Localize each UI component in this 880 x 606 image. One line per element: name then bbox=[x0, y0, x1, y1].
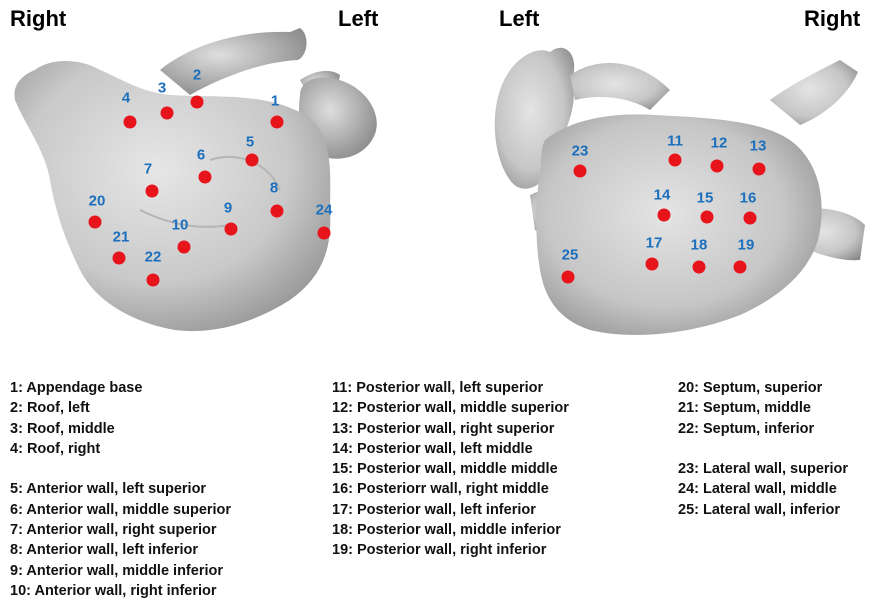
site-point bbox=[753, 163, 766, 176]
legend-item: 20: Septum, superior bbox=[678, 378, 848, 398]
legend-column-2: 11: Posterior wall, left superior 12: Po… bbox=[332, 378, 569, 561]
site-point bbox=[147, 274, 160, 287]
site-point bbox=[574, 165, 587, 178]
legend-item: 17: Posterior wall, left inferior bbox=[332, 500, 569, 520]
site-number: 16 bbox=[740, 191, 757, 206]
label-right: Right bbox=[10, 8, 66, 30]
site-point bbox=[124, 116, 137, 129]
site-number: 4 bbox=[122, 91, 130, 106]
site-number: 8 bbox=[270, 181, 278, 196]
legend-item: 10: Anterior wall, right inferior bbox=[10, 581, 231, 601]
legend-item: 25: Lateral wall, inferior bbox=[678, 500, 848, 520]
site-number: 24 bbox=[316, 203, 333, 218]
site-point bbox=[89, 216, 102, 229]
site-number: 14 bbox=[654, 188, 671, 203]
legend-spacer bbox=[678, 439, 848, 459]
site-point bbox=[701, 211, 714, 224]
site-point bbox=[562, 271, 575, 284]
site-number: 25 bbox=[562, 248, 579, 263]
legend-column-3: 20: Septum, superior 21: Septum, middle … bbox=[678, 378, 848, 520]
legend-item: 1: Appendage base bbox=[10, 378, 231, 398]
posterior-view: Left Right 11 12 13 14 15 16 17 18 19 23 bbox=[440, 0, 880, 345]
site-point bbox=[113, 252, 126, 265]
site-number: 2 bbox=[193, 68, 201, 83]
site-number: 17 bbox=[646, 236, 663, 251]
legend-item: 23: Lateral wall, superior bbox=[678, 459, 848, 479]
legend-item: 9: Anterior wall, middle inferior bbox=[10, 561, 231, 581]
legend-item: 16: Posteriorr wall, right middle bbox=[332, 479, 569, 499]
site-number: 19 bbox=[738, 238, 755, 253]
legend-item: 7: Anterior wall, right superior bbox=[10, 520, 231, 540]
label-right: Right bbox=[804, 8, 860, 30]
left-atrium-posterior-surface bbox=[440, 0, 880, 345]
site-point bbox=[246, 154, 259, 167]
site-point bbox=[646, 258, 659, 271]
site-point bbox=[318, 227, 331, 240]
site-number: 9 bbox=[224, 201, 232, 216]
legend-item: 18: Posterior wall, middle inferior bbox=[332, 520, 569, 540]
site-point bbox=[199, 171, 212, 184]
site-number: 12 bbox=[711, 136, 728, 151]
site-point bbox=[734, 261, 747, 274]
site-point bbox=[146, 185, 159, 198]
legend-column-1: 1: Appendage base 2: Roof, left 3: Roof,… bbox=[10, 378, 231, 601]
site-number: 6 bbox=[197, 148, 205, 163]
legend-item: 11: Posterior wall, left superior bbox=[332, 378, 569, 398]
site-number: 21 bbox=[113, 230, 130, 245]
site-point bbox=[225, 223, 238, 236]
legend-item: 8: Anterior wall, left inferior bbox=[10, 540, 231, 560]
legend-item: 2: Roof, left bbox=[10, 398, 231, 418]
site-number: 3 bbox=[158, 81, 166, 96]
legend-item: 4: Roof, right bbox=[10, 439, 231, 459]
site-point bbox=[658, 209, 671, 222]
site-number: 22 bbox=[145, 250, 162, 265]
site-number: 13 bbox=[750, 139, 767, 154]
legend-item: 13: Posterior wall, right superior bbox=[332, 419, 569, 439]
site-number: 15 bbox=[697, 191, 714, 206]
site-number: 10 bbox=[172, 218, 189, 233]
label-left: Left bbox=[338, 8, 378, 30]
site-number: 20 bbox=[89, 194, 106, 209]
site-point bbox=[711, 160, 724, 173]
legend-item: 24: Lateral wall, middle bbox=[678, 479, 848, 499]
site-point bbox=[271, 116, 284, 129]
legend-item: 14: Posterior wall, left middle bbox=[332, 439, 569, 459]
site-point bbox=[669, 154, 682, 167]
site-point bbox=[271, 205, 284, 218]
legend-item: 6: Anterior wall, middle superior bbox=[10, 500, 231, 520]
anterior-view: Right Left 1 2 3 4 5 6 7 8 9 10 20 bbox=[0, 0, 440, 345]
left-atrium-anterior-surface bbox=[0, 0, 440, 345]
label-left: Left bbox=[499, 8, 539, 30]
legend-item: 21: Septum, middle bbox=[678, 398, 848, 418]
legend-spacer bbox=[10, 459, 231, 479]
site-point bbox=[191, 96, 204, 109]
site-number: 18 bbox=[691, 238, 708, 253]
legend-item: 19: Posterior wall, right inferior bbox=[332, 540, 569, 560]
site-point bbox=[161, 107, 174, 120]
site-point bbox=[744, 212, 757, 225]
site-point bbox=[178, 241, 191, 254]
site-point bbox=[693, 261, 706, 274]
legend-item: 15: Posterior wall, middle middle bbox=[332, 459, 569, 479]
site-number: 7 bbox=[144, 162, 152, 177]
site-number: 1 bbox=[271, 94, 279, 109]
site-number: 5 bbox=[246, 135, 254, 150]
legend-item: 5: Anterior wall, left superior bbox=[10, 479, 231, 499]
site-number: 11 bbox=[667, 134, 683, 149]
legend-item: 12: Posterior wall, middle superior bbox=[332, 398, 569, 418]
site-number: 23 bbox=[572, 144, 589, 159]
legend-item: 3: Roof, middle bbox=[10, 419, 231, 439]
legend-item: 22: Septum, inferior bbox=[678, 419, 848, 439]
